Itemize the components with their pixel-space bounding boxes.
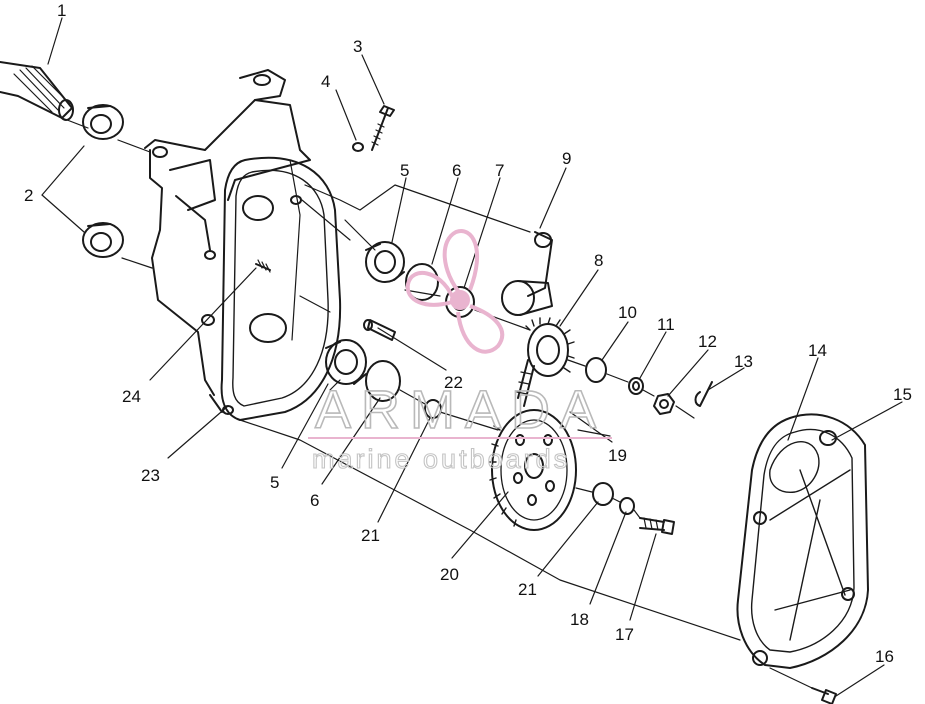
watermark-subtitle: marine outboards: [312, 444, 570, 474]
callout-21-left: 21: [361, 526, 380, 545]
oil-seal-lower-part: [82, 222, 124, 258]
callout-11: 11: [657, 315, 675, 334]
drive-sprocket-part: [525, 317, 575, 377]
tensioner-arm-part: [501, 231, 553, 316]
washer-10-part: [585, 357, 607, 383]
washer-upper-part: [424, 399, 442, 419]
callout-2: 2: [24, 186, 33, 205]
callout-19: 19: [608, 446, 627, 465]
callout-18: 18: [570, 610, 589, 629]
callout-24: 24: [122, 387, 141, 406]
o-ring-upper-part: [405, 263, 439, 301]
washer-lower-part: [592, 482, 614, 506]
callout-6-upper: 6: [452, 161, 461, 180]
callout-8: 8: [594, 251, 603, 270]
splined-shaft-part: [0, 61, 74, 121]
callout-14: 14: [808, 341, 827, 360]
callout-22: 22: [444, 373, 463, 392]
chaincase-housing-part: [144, 69, 342, 421]
callout-16: 16: [875, 647, 894, 666]
callout-6-lower: 6: [310, 491, 319, 510]
cover-screw-16-part: [811, 687, 837, 704]
drive-chain-part: [516, 359, 535, 407]
bearing-lower-part: [325, 339, 367, 385]
callout-20: 20: [440, 565, 459, 584]
callout-17: 17: [615, 625, 634, 644]
washer-18-part: [619, 497, 635, 515]
callout-10: 10: [618, 303, 637, 322]
callout-labels: 1 2 3 4 5 6 7 8 9 10 11 12 13 14 15 16 1…: [24, 1, 912, 666]
callout-3: 3: [353, 37, 362, 56]
stud-part: [255, 259, 271, 273]
propeller-logo-icon: [405, 229, 505, 354]
callout-5-upper: 5: [400, 161, 409, 180]
nut-12-part: [653, 393, 675, 415]
callout-4: 4: [321, 72, 330, 91]
bolt-17-part: [639, 517, 675, 535]
watermark: ARMADA marine outboards: [308, 229, 612, 475]
driven-sprocket-part: [489, 409, 577, 531]
callout-7: 7: [495, 161, 504, 180]
set-screw-part: [352, 142, 364, 152]
chaincase-cover-part: [736, 413, 869, 669]
callout-15: 15: [893, 385, 912, 404]
callout-5-lower: 5: [270, 473, 279, 492]
dowel-pin-part: [363, 319, 396, 341]
assembly-axis-lines: [61, 117, 813, 689]
long-bolt-part: [371, 105, 395, 151]
lock-washer-11-part: [628, 377, 644, 395]
oil-seal-upper-part: [82, 104, 124, 140]
callout-1: 1: [57, 1, 66, 20]
o-ring-lower-part: [365, 360, 401, 402]
watermark-title: ARMADA: [315, 380, 606, 440]
callout-9: 9: [562, 149, 571, 168]
leader-lines: [41, 17, 903, 697]
bearing-upper-part: [365, 241, 405, 283]
cotter-pin-13-part: [694, 381, 713, 407]
callout-13: 13: [734, 352, 753, 371]
callout-21-right: 21: [518, 580, 537, 599]
callout-12: 12: [698, 332, 717, 351]
callout-23: 23: [141, 466, 160, 485]
